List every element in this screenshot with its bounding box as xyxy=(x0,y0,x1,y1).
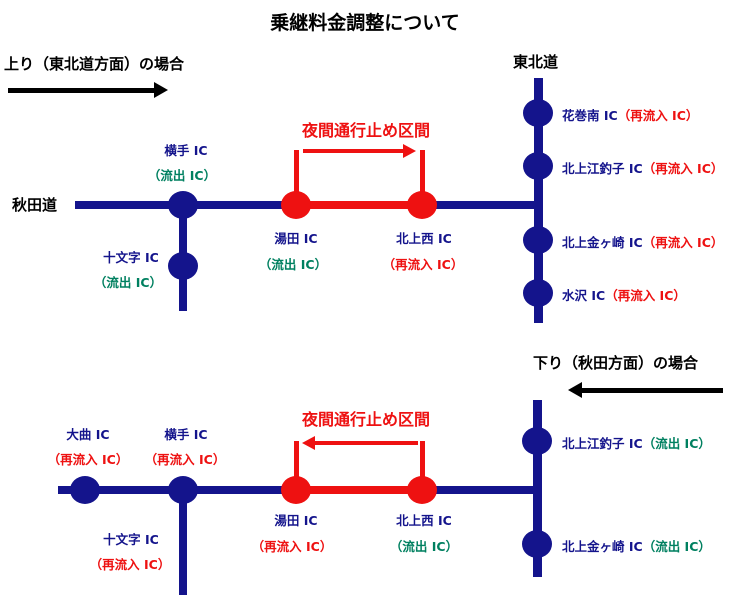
up-jumonji-name: 十文字 IC xyxy=(103,250,159,265)
down-kitakamikanegasaki-name: 北上金ヶ崎 IC xyxy=(562,539,643,554)
up-node-kitakaminishi xyxy=(407,191,437,219)
up-node-jumonji xyxy=(168,252,198,280)
up-kitakamikanegasaki-name: 北上金ヶ崎 IC xyxy=(562,235,643,250)
up-kitakamiezuriko-name: 北上江釣子 IC xyxy=(562,161,643,176)
down-yokote-branch-line xyxy=(179,490,187,595)
down-node-kitakamiezuriko xyxy=(522,427,552,455)
up-yuda-name: 湯田 IC xyxy=(274,231,318,246)
down-closure-tick-right xyxy=(420,441,425,490)
down-node-yuda xyxy=(281,476,311,504)
down-night-closure-segment xyxy=(296,486,422,494)
up-kitakamiezuriko-status: （再流入 IC） xyxy=(642,161,724,176)
down-kitakamikanegasaki-status: （流出 IC） xyxy=(642,539,711,554)
down-closure-label: 夜間通行止め区間 xyxy=(301,410,431,429)
up-kitakamikanegasaki-status: （再流入 IC） xyxy=(642,235,724,250)
down-yokote-status: （再流入 IC） xyxy=(144,452,226,467)
down-tohoku-expressway-line xyxy=(533,400,542,577)
up-node-hanamakiminami xyxy=(523,99,553,127)
up-kitakaminishi-status: （再流入 IC） xyxy=(382,257,464,272)
up-tohoku-expressway-line xyxy=(534,78,543,323)
down-kitakamikanegasaki-label: 北上金ヶ崎 IC（流出 IC） xyxy=(562,536,711,555)
down-closure-tick-left xyxy=(294,441,299,490)
down-jumonji-status: （再流入 IC） xyxy=(89,557,171,572)
up-yokote-status: （流出 IC） xyxy=(147,168,217,183)
up-node-yuda xyxy=(281,191,311,219)
up-node-mizusawa xyxy=(523,279,553,307)
down-kitakamiezuriko-status: （流出 IC） xyxy=(642,436,711,451)
down-kitakaminishi-status: （流出 IC） xyxy=(389,539,459,554)
down-closure-arrow-line xyxy=(315,441,418,445)
up-jumonji-status: （流出 IC） xyxy=(93,275,163,290)
down-omagari-name: 大曲 IC xyxy=(66,427,110,442)
down-node-omagari xyxy=(70,476,100,504)
up-yokote-name: 横手 IC xyxy=(164,143,208,158)
up-night-closure-segment xyxy=(296,201,422,209)
down-node-kitakaminishi xyxy=(407,476,437,504)
up-closure-tick-left xyxy=(294,150,299,206)
down-node-yokote xyxy=(168,476,198,504)
up-hanamakiminami-label: 花巻南 IC（再流入 IC） xyxy=(562,105,698,124)
down-yokote-name: 横手 IC xyxy=(164,427,208,442)
up-mizusawa-name: 水沢 IC xyxy=(562,288,606,303)
up-closure-arrow-head-icon xyxy=(403,144,416,158)
down-kitakaminishi-name: 北上西 IC xyxy=(396,513,452,528)
down-direction-arrow-head-icon xyxy=(568,382,582,398)
down-closure-arrow-head-icon xyxy=(302,436,315,450)
down-jumonji-name: 十文字 IC xyxy=(103,532,159,547)
down-omagari-status: （再流入 IC） xyxy=(47,452,129,467)
up-direction-arrow-head-icon xyxy=(154,82,168,98)
down-kitakamiezuriko-label: 北上江釣子 IC（流出 IC） xyxy=(562,433,711,452)
up-kitakamiezuriko-label: 北上江釣子 IC（再流入 IC） xyxy=(562,158,723,177)
up-hanamakiminami-name: 花巻南 IC xyxy=(562,108,618,123)
down-yuda-name: 湯田 IC xyxy=(274,513,318,528)
up-closure-label: 夜間通行止め区間 xyxy=(301,121,431,140)
up-node-yokote xyxy=(168,191,198,219)
page-title: 乗継料金調整について xyxy=(270,12,460,34)
up-hanamakiminami-status: （再流入 IC） xyxy=(617,108,699,123)
tohoku-expressway-label: 東北道 xyxy=(513,53,559,71)
down-kitakamiezuriko-name: 北上江釣子 IC xyxy=(562,436,643,451)
down-yuda-status: （再流入 IC） xyxy=(251,539,333,554)
down-direction-label: 下り（秋田方面）の場合 xyxy=(533,354,699,372)
up-mizusawa-status: （再流入 IC） xyxy=(605,288,686,303)
up-kitakaminishi-name: 北上西 IC xyxy=(396,231,452,246)
up-closure-arrow-line xyxy=(303,149,403,153)
up-direction-label: 上り（東北道方面）の場合 xyxy=(4,55,185,73)
up-kitakamikanegasaki-label: 北上金ヶ崎 IC（再流入 IC） xyxy=(562,232,723,251)
up-yuda-status: （流出 IC） xyxy=(258,257,328,272)
up-mizusawa-label: 水沢 IC（再流入 IC） xyxy=(562,285,686,304)
akita-expressway-label: 秋田道 xyxy=(12,196,58,214)
up-node-kitakamiezuriko xyxy=(523,152,553,180)
up-closure-tick-right xyxy=(420,150,425,206)
down-direction-arrow-line xyxy=(580,388,723,393)
up-direction-arrow-line xyxy=(8,88,154,93)
down-node-kitakamikanegasaki xyxy=(522,530,552,558)
up-node-kitakamikanegasaki xyxy=(523,226,553,254)
